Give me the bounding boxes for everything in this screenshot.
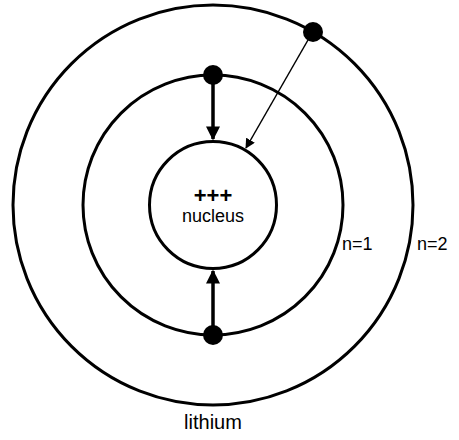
nucleus-label: nucleus xyxy=(182,207,244,226)
orbit-n1 xyxy=(83,75,343,335)
charge-symbols: +++ xyxy=(194,184,233,207)
attraction-arrow xyxy=(211,84,215,139)
shell-label: n=2 xyxy=(417,235,448,255)
orbit-n2 xyxy=(13,5,413,405)
shell-label: n=1 xyxy=(342,235,373,255)
electron xyxy=(203,65,223,85)
attraction-arrow xyxy=(211,271,215,326)
attraction-arrow xyxy=(246,40,308,148)
electron xyxy=(203,325,223,345)
electron xyxy=(303,22,323,42)
nucleus-content: +++nucleus xyxy=(148,140,278,270)
nucleus-circle: +++nucleus xyxy=(148,140,278,270)
element-name: lithium xyxy=(184,411,242,433)
